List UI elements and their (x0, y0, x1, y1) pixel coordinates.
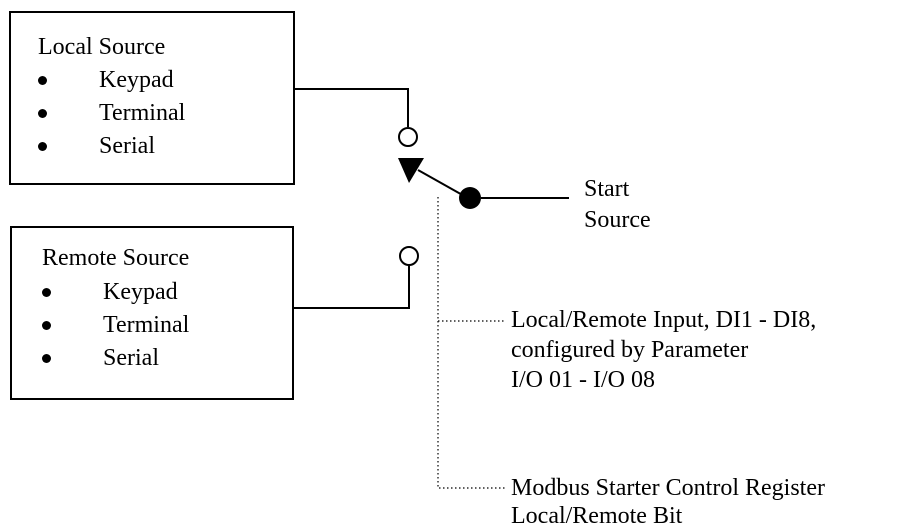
pivot-icon (459, 187, 481, 209)
remote-source-wire (293, 265, 410, 309)
remote-source-title: Remote Source (42, 245, 190, 271)
switch-arm (417, 169, 467, 198)
remote-contact-icon (399, 246, 419, 266)
local-source-title: Local Source (38, 34, 166, 60)
list-item-label: Keypad (99, 67, 174, 93)
list-item-label: Serial (103, 345, 159, 371)
digital-input-label-line2: configured by Parameter (511, 337, 749, 363)
control-dotted-line (437, 197, 505, 489)
bullet-icon (38, 142, 47, 151)
start-source-label-line2: Source (584, 207, 651, 233)
remote-source-box: Remote Source Keypad Terminal Serial (10, 226, 294, 400)
bullet-icon (38, 76, 47, 85)
list-item-label: Serial (99, 133, 155, 159)
start-source-label-line1: Start (584, 176, 630, 202)
local-source-wire (294, 88, 409, 127)
arrowhead-icon (398, 158, 424, 183)
bullet-icon (42, 354, 51, 363)
bullet-icon (42, 288, 51, 297)
local-contact-icon (398, 127, 418, 147)
local-source-box: Local Source Keypad Terminal Serial (9, 11, 295, 185)
digital-input-label-line3: I/O 01 - I/O 08 (511, 367, 655, 393)
list-item-label: Keypad (103, 279, 178, 305)
bullet-icon (42, 321, 51, 330)
bullet-icon (38, 109, 47, 118)
modbus-label-line2: Local/Remote Bit (511, 503, 683, 529)
list-item-label: Terminal (99, 100, 186, 126)
digital-input-label-line1: Local/Remote Input, DI1 - DI8, (511, 307, 817, 333)
list-item-label: Terminal (103, 312, 190, 338)
modbus-label-line1: Modbus Starter Control Register (511, 475, 825, 501)
